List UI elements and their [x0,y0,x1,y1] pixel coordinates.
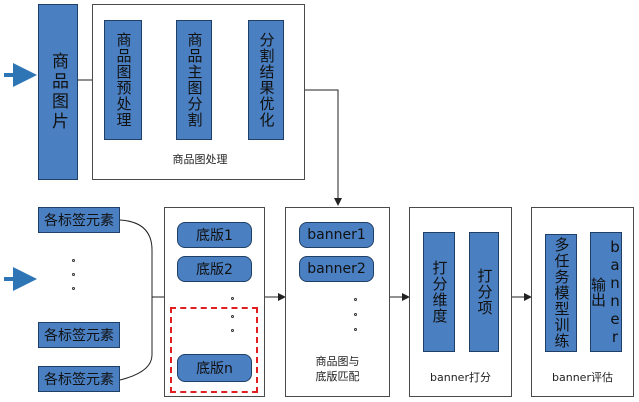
template-item-2: 底版2 [177,256,252,282]
tag-element-label: 各标签元素 [44,372,114,388]
template-item-1: 底版1 [177,222,252,248]
tag-element-1: 各标签元素 [38,207,120,233]
ellipsis-dot [72,259,75,262]
preprocess-box: 商品图预处理 [104,20,142,140]
ellipsis-dot [231,329,234,332]
scoring-dimension-box: 打分维度 [423,232,455,352]
matching-caption-line1: 商品图与 [315,355,360,368]
template-label: 底版n [196,361,233,377]
image-processing-caption: 商品图处理 [172,153,228,166]
multitask-training-box: 多任务模型训练 [545,234,577,352]
matching-caption-line2: 底版匹配 [315,370,360,383]
template-item-n: 底版n [177,354,252,382]
template-label: 底版2 [196,262,233,278]
banner-label: banner2 [307,261,366,277]
ellipsis-dot [231,297,234,300]
template-label: 底版1 [196,228,233,244]
banner-label: banner1 [307,227,366,243]
banner-output-box: banner输出 [589,232,624,352]
ellipsis-dot [72,273,75,276]
template-dashed-group [170,307,258,393]
ellipsis-dot [354,328,357,331]
scoring-caption: banner打分 [430,371,491,384]
tag-element-2: 各标签元素 [38,322,120,348]
product-image-box: 商品图片 [38,4,78,180]
tag-element-label: 各标签元素 [44,213,114,229]
ellipsis-dot [354,298,357,301]
tag-element-3: 各标签元素 [38,366,120,392]
evaluation-caption: banner评估 [552,371,613,384]
matching-caption: 商品图与 底版匹配 [290,354,385,384]
ellipsis-dot [354,313,357,316]
banner-item-2: banner2 [299,256,374,282]
tag-element-label: 各标签元素 [44,328,114,344]
banner-item-1: banner1 [299,222,374,248]
segmentation-optimize-box: 分割结果优化 [248,20,284,140]
scoring-item-box: 打分项 [469,232,499,352]
ellipsis-dot [72,287,75,290]
segmentation-box: 商品主图分割 [176,20,212,140]
ellipsis-dot [231,315,234,318]
